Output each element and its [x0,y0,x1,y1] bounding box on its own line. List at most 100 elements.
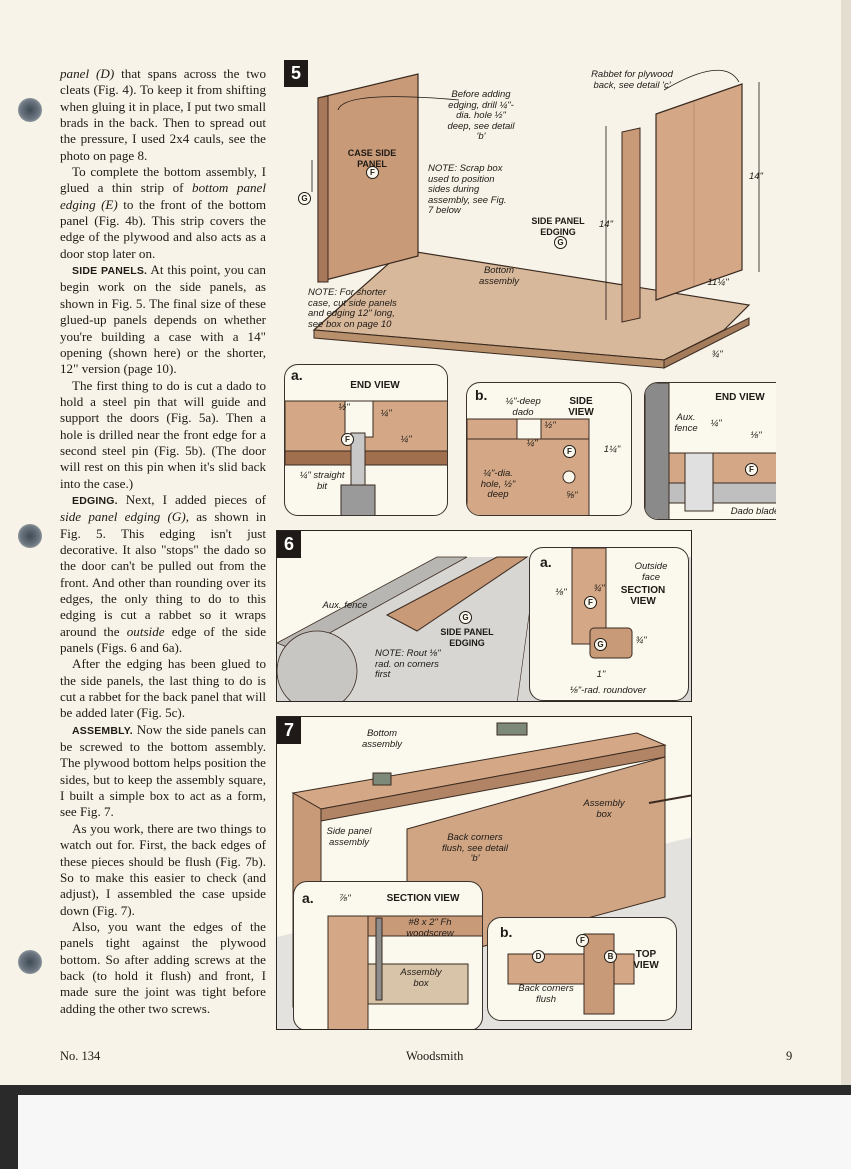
article-text-column: panel (D) that spans across the two clea… [60,66,266,1017]
dimension: ⅛" [750,430,762,441]
detail-7b-top-view: b. D F B TOP VIEW Back corners flush [487,917,677,1021]
dimension: ⅛" [555,587,567,598]
paragraph-text: Next, I added pieces of [117,491,266,507]
paragraph-text: to the front of the bottom panel (Fig. 4… [60,196,266,261]
dimension: ¼" [380,408,392,419]
dimension: ¾" [593,583,605,594]
part-f-marker: F [341,433,354,446]
woodscrew-label: #8 x 2" Fh woodscrew [406,917,454,939]
hole-label: ¼"-dia. hole, ½" deep [480,468,516,500]
before-adding-label: Before adding edging, drill ¼"-dia. hole… [447,89,515,142]
part-g-marker: G [554,236,567,249]
dimension-14-edging: 14" [599,219,613,230]
magazine-name: Woodsmith [406,1049,464,1063]
page-number: 9 [786,1049,793,1063]
section-heading: SIDE PANELS. [72,265,148,278]
dimension: ¼" [526,438,538,449]
part-reference: panel (D) [60,66,115,81]
assembly-box-label: Assembly box [583,798,625,820]
part-reference: side panel edging (G), [60,509,189,525]
detail-title: END VIEW [350,380,400,391]
dado-blade-label: Dado blade [730,506,776,517]
dimension: ¼" [710,418,722,429]
paragraph-text: Now the side panels can be screwed to th… [60,721,266,820]
bottom-assembly-label: Bottom assembly [478,265,520,287]
paragraph-text: To complete the bottom assembly, I glued… [60,164,266,196]
rout-note: NOTE: Rout ⅛" rad. on corners first [375,648,441,680]
bottom-assembly-label: Bottom assembly [361,728,403,750]
detail-6a-section-view: a. Outside face SECTION VIEW ⅛" ¾" F G ¾… [529,547,689,701]
dimension-14-panel: 14" [749,171,763,182]
aux-fence-label: Aux. fence [674,412,698,434]
scrap-box-note: NOTE: Scrap box used to position sides d… [428,163,507,216]
part-reference: bottom panel edging (E) [60,180,266,212]
back-corners-label: Back corners flush [518,983,574,1005]
scan-background [18,1095,851,1169]
detail-5a-end-view: a. END VIEW ½" ¼" ¼" F ¼" straight bit [284,364,448,516]
part-f-marker: F [745,463,758,476]
paragraph: As you work, there are two things to wat… [60,820,266,918]
detail-title: TOP VIEW [633,949,659,971]
detail-title: SECTION VIEW [386,893,460,904]
part-f-marker: F [576,934,589,947]
dimension: 1" [596,669,606,680]
part-f-marker: F [563,445,576,458]
part-d-marker: D [532,950,545,963]
dimension-34: ¾" [711,349,723,360]
aux-fence-label: Aux. fence [322,600,368,611]
part-g-marker: G [459,611,472,624]
dado-label: ¼"-deep dado [505,396,541,418]
detail-letter: b. [475,387,488,403]
side-panel-edging-label: SIDE PANEL EDGING [531,216,585,237]
part-b-marker: B [604,950,617,963]
paragraph: EDGING. Next, I added pieces of side pan… [60,492,266,656]
figure-5: 5 Rabbet for plywood back, see detail 'c… [284,60,776,520]
dimension-11-panel: 11¼" [707,277,729,288]
paragraph-text: edge of the side panels (Figs. 6 and 6a)… [60,623,267,656]
outside-face-label: Outside face [634,561,668,583]
detail-5c-end-view: c. END VIEW Aux. fence ¼" ⅛" F Dado blad… [644,382,776,520]
figure-number: 5 [284,60,308,87]
paragraph: Also, you want the edges of the panels t… [60,918,266,1016]
section-heading: ASSEMBLY. [72,724,133,737]
detail-title: SIDE VIEW [568,396,594,418]
dimension: ¾" [635,635,647,646]
part-f-marker: F [584,596,597,609]
issue-number: No. 134 [60,1049,101,1063]
dimension: ½" [338,402,350,413]
detail-title: END VIEW [715,392,765,403]
paragraph: After the edging has been glued to the s… [60,656,266,721]
figure-number: 7 [277,717,301,744]
dimension: ¼" [400,434,412,445]
paragraph-text: At this point, you can begin work on the… [60,262,266,377]
roundover-label: ⅛"-rad. roundover [569,685,647,696]
case-side-illustration [311,69,760,369]
paragraph: To complete the bottom assembly, I glued… [60,164,266,262]
page-edge [841,0,851,1085]
section-heading: EDGING. [72,494,118,507]
paragraph: The first thing to do is cut a dado to h… [60,377,266,491]
dimension: ½" [544,420,556,431]
detail-title: SECTION VIEW [620,585,666,607]
detail-5b-side-view: b. ¼"-deep dado SIDE VIEW ½" ¼" F 1¼" ¼"… [466,382,632,516]
binder-hole [18,524,42,548]
paragraph: panel (D) that spans across the two clea… [60,66,266,164]
magazine-page: panel (D) that spans across the two clea… [18,0,851,1085]
figure-7: 7 Bottom assembly Assembly box Side pane… [276,716,692,1030]
dimension: ⅞" [339,893,351,904]
side-panel-edging-label: SIDE PANEL EDGING [440,627,494,648]
emphasis: outside [126,623,165,639]
side-panel-assembly-label: Side panel assembly [326,826,372,848]
paragraph-text: that spans across the two cleats (Fig. 4… [60,66,266,163]
part-f-marker: F [366,166,379,179]
shorter-case-note: NOTE: For shorter case, cut side panels … [308,287,397,330]
straight-bit-label: ¼" straight bit [299,470,345,492]
rabbet-label: Rabbet for plywood back, see detail 'c' [591,69,673,91]
dimension: 1¼" [603,444,621,455]
paragraph: SIDE PANELS. At this point, you can begi… [60,262,266,377]
figure-number: 6 [277,531,301,558]
detail-letter: a. [291,367,303,383]
detail-letter: b. [500,924,513,940]
figure-6: 6 Aux. fence G SIDE PANEL EDGING NOTE: R… [276,530,692,702]
back-corners-label: Back corners flush, see detail 'b' [441,832,508,864]
